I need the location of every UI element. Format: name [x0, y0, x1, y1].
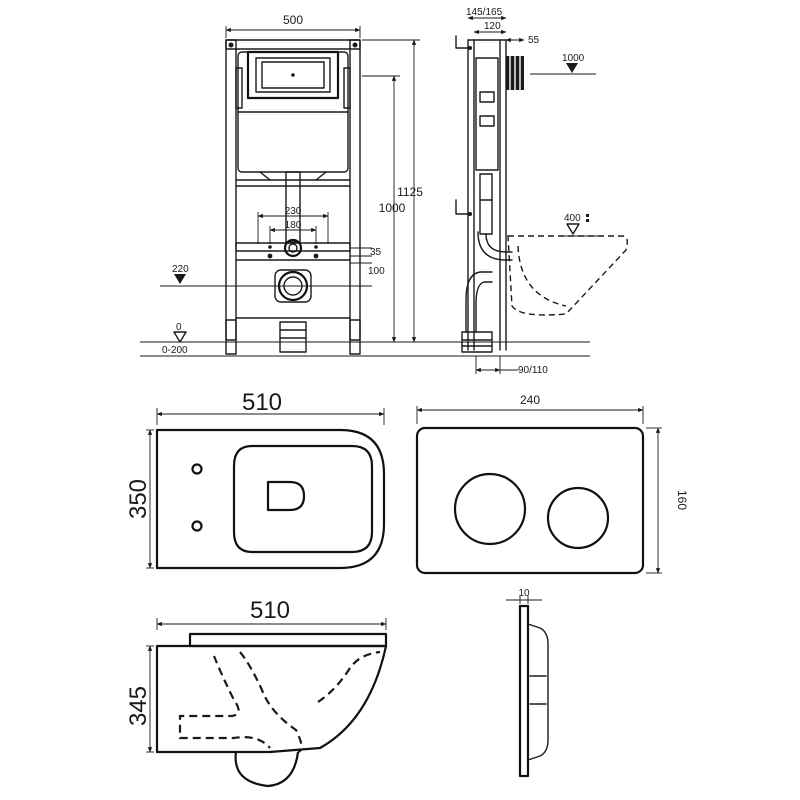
toilet-drain-top — [266, 480, 306, 512]
fixing-hole-top — [191, 463, 203, 475]
toilet-top-width-label: 510 — [242, 389, 282, 416]
level-0-label: 0 — [176, 322, 182, 333]
toilet-side-view: 510 345 — [125, 597, 388, 788]
flush-button-small — [546, 486, 610, 550]
depth-range-label: 145/165 — [466, 7, 503, 18]
toilet-seat — [188, 632, 388, 648]
cistern-side-bracket-left — [235, 67, 243, 109]
toilet-trap-dashed — [178, 655, 271, 749]
flush-plate-width-label: 240 — [520, 393, 540, 407]
pipe-offset-label: 35 — [370, 247, 382, 258]
depth-55-label: 55 — [528, 35, 540, 46]
right-foot — [349, 319, 361, 355]
level-220-label: 220 — [172, 264, 189, 275]
depth-120-label: 120 — [484, 21, 501, 32]
left-foot — [225, 319, 237, 355]
frame-width-label: 500 — [283, 13, 303, 27]
level-1000-label: 1000 — [562, 53, 585, 64]
toilet-outline-dashed — [507, 235, 629, 316]
left-upright — [225, 39, 237, 341]
flush-plate-side-outline — [518, 604, 530, 778]
level-400-label: 400 — [564, 213, 581, 224]
toilet-top-view: 510 350 — [125, 389, 386, 570]
flush-plate-front: 240 160 — [415, 393, 689, 575]
frame-height-total-label: 1125 — [397, 185, 423, 199]
cistern-side-bracket-right — [343, 67, 351, 109]
side-waste-pipe — [461, 331, 493, 353]
level-range-label: 0-200 — [162, 345, 188, 356]
frame-front-view: 500 1125 1000 230 180 35 100 220 0 0-200 — [140, 13, 590, 357]
flush-plate-side: 10 — [506, 588, 549, 778]
toilet-side-height-label: 345 — [125, 686, 152, 726]
flush-plate-height-label: 160 — [675, 490, 689, 510]
pipe-height-label: 100 — [368, 266, 385, 277]
frame-side-view: 145/165 120 55 1000 400 90/110 — [455, 7, 629, 376]
flush-button-large — [453, 472, 527, 546]
drop-pipe — [285, 171, 301, 243]
frame-height-label: 1000 — [379, 201, 406, 215]
toilet-side-width-label: 510 — [250, 597, 290, 624]
cistern-side — [475, 57, 499, 171]
toilet-top-outline — [155, 428, 386, 570]
outlet-size-label: 90/110 — [518, 365, 548, 376]
right-upright — [349, 39, 361, 341]
flush-plate-outline — [415, 426, 645, 575]
top-rail — [225, 39, 361, 50]
waste-pipe — [279, 321, 307, 353]
mounting-bar — [235, 242, 351, 252]
toilet-bowl-base — [234, 751, 300, 788]
pipe-spacing-outer-label: 230 — [285, 206, 302, 217]
toilet-bowl-top — [232, 444, 374, 554]
toilet-top-depth-label: 350 — [125, 479, 152, 519]
fixing-hole-bottom — [191, 520, 203, 532]
pipe-spacing-inner-label: 180 — [285, 220, 302, 231]
flush-opening — [246, 50, 340, 100]
toilet-side-outline — [155, 644, 388, 754]
water-inlet — [283, 238, 303, 258]
flush-plate-thickness-label: 10 — [518, 588, 530, 599]
